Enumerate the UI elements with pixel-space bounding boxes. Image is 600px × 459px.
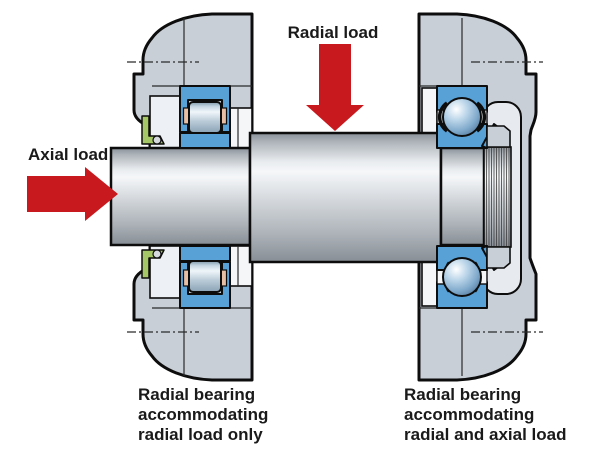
shaft-left-section (109, 146, 252, 247)
lock-nut (481, 123, 511, 271)
axial-load-arrow (27, 167, 118, 221)
shaft-main-section (248, 131, 443, 264)
shaft-right-seat (439, 146, 486, 247)
left-spacer-ring-bottom (227, 245, 253, 287)
left-caption-line-1: Radial bearing (138, 385, 255, 404)
left-roller-bearing (179, 85, 231, 309)
lock-nut-bottom (486, 246, 511, 269)
left-roller-bottom (188, 260, 222, 293)
left-inner-ring-top (179, 132, 231, 149)
left-spacer-ring-top (227, 107, 253, 149)
thread-lines (486, 148, 510, 246)
shaft (109, 131, 512, 264)
left-caption-line-3: radial load only (138, 425, 263, 444)
left-bearing-caption: Radial bearing accommodating radial load… (138, 385, 268, 444)
thread-section (483, 146, 512, 248)
right-caption-line-3: radial and axial load (404, 425, 567, 444)
radial-load-arrow (306, 44, 364, 131)
right-ball-bottom (442, 257, 482, 297)
radial-shaft-seal-top (141, 115, 165, 145)
right-caption-line-2: accommodating (404, 405, 534, 424)
threaded-shaft-end (483, 146, 512, 248)
right-raceway-arc-top-r (475, 101, 487, 133)
radial-shaft-seal-bottom (141, 249, 165, 279)
seal-spring-top (152, 135, 162, 145)
lock-nut-top (486, 125, 511, 148)
right-ball-top (442, 97, 482, 137)
axial-load-label: Axial load (28, 145, 108, 164)
left-inner-ring-bottom (179, 245, 231, 262)
left-roller-top (188, 101, 222, 134)
right-bearing-caption: Radial bearing accommodating radial and … (404, 385, 567, 444)
seal-spring-bottom (152, 249, 162, 259)
left-caption-line-2: accommodating (138, 405, 268, 424)
right-raceway-arc-top-l (437, 101, 449, 133)
right-caption-line-1: Radial bearing (404, 385, 521, 404)
radial-load-label: Radial load (288, 23, 379, 42)
right-ball-bearing (436, 85, 488, 309)
